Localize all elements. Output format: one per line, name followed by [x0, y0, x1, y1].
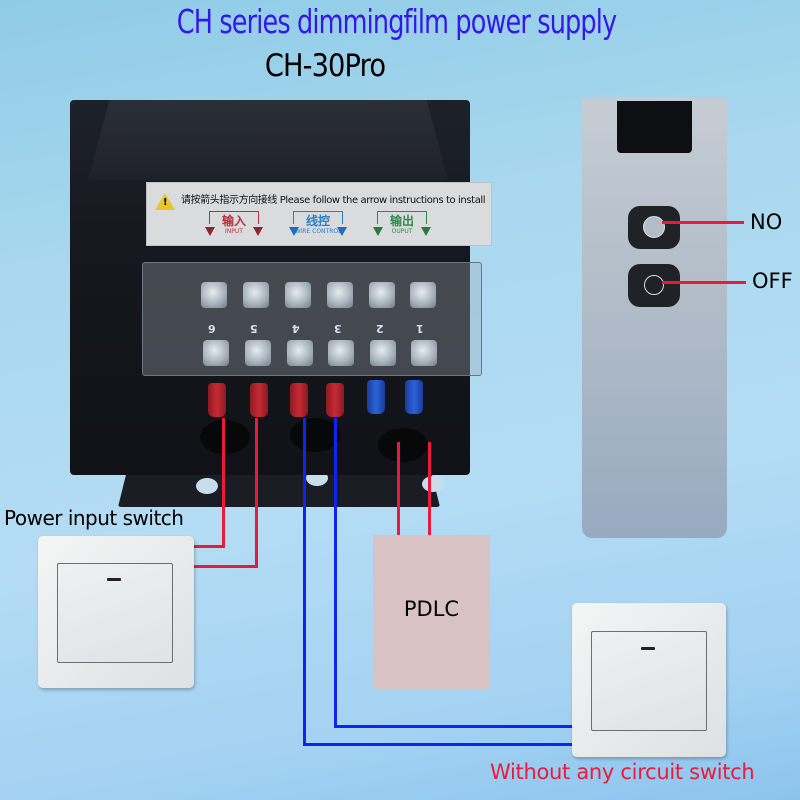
wire-control-2	[334, 725, 583, 728]
wire-output-2	[428, 442, 431, 537]
wall-control-switch[interactable]	[572, 603, 726, 757]
crimp-lug-blue	[367, 380, 385, 414]
terminal-screw	[287, 340, 313, 366]
cable-grommet	[290, 418, 340, 452]
switch-rocker[interactable]	[57, 563, 173, 663]
diagram-title: CH series dimmingfilm power supply	[176, 2, 617, 41]
model-name: CH-30Pro	[264, 48, 386, 84]
crimp-lug-blue	[405, 380, 423, 414]
wire-control-2	[334, 418, 337, 728]
pdlc-film: PDLC	[373, 535, 490, 690]
remote-off-button[interactable]	[628, 264, 680, 307]
terminal-number: 3	[334, 322, 342, 335]
terminal-number: 5	[250, 322, 258, 335]
terminal-number: 4	[292, 322, 300, 335]
terminal-screw	[203, 340, 229, 366]
pdlc-label: PDLC	[403, 597, 460, 621]
callout-off-label: OFF	[752, 269, 793, 293]
label-group-wire-control: 线控 WIRE CONTROL	[283, 211, 353, 241]
cable-grommet	[378, 428, 428, 462]
arrow-down-icon	[373, 227, 383, 236]
remote-control	[582, 98, 727, 538]
wire-input-2	[194, 565, 258, 568]
wire-input-1	[194, 545, 225, 548]
cable-grommet	[200, 420, 250, 454]
arrow-down-icon	[289, 227, 299, 236]
warning-triangle-icon: !	[155, 193, 175, 210]
terminal-screw	[411, 340, 437, 366]
power-input-switch-label: Power input switch	[4, 506, 184, 530]
remote-on-button[interactable]	[628, 206, 680, 249]
callout-line-no	[662, 221, 744, 224]
terminal-number: 2	[376, 322, 384, 335]
terminal-number: 1	[416, 322, 424, 335]
terminal-screw	[410, 282, 436, 308]
label-group-input: 输入 INPUT	[199, 211, 269, 241]
callout-line-off	[662, 281, 746, 284]
wire-output-1	[397, 442, 400, 537]
indicator-mark-icon	[641, 647, 655, 650]
wire-input-2	[255, 418, 258, 568]
switch-rocker[interactable]	[591, 631, 707, 731]
terminal-screw	[245, 340, 271, 366]
mount-hole	[422, 476, 444, 492]
psu-top-cover	[88, 100, 448, 180]
terminal-screw	[201, 282, 227, 308]
power-input-wall-switch[interactable]	[38, 536, 194, 688]
circle-outline-icon	[644, 275, 664, 295]
wire-control-1	[303, 418, 306, 746]
terminal-screw	[370, 340, 396, 366]
terminal-number: 6	[208, 322, 216, 335]
arrow-down-icon	[421, 227, 431, 236]
label-instruction-text: 请按箭头指示方向接线 Please follow the arrow instr…	[181, 195, 486, 206]
terminal-screw	[243, 282, 269, 308]
crimp-lug-red	[290, 383, 308, 417]
arrow-down-icon	[205, 227, 215, 236]
wire-control-1	[303, 743, 583, 746]
arrow-down-icon	[337, 227, 347, 236]
indicator-mark-icon	[107, 578, 121, 581]
crimp-lug-red	[208, 383, 226, 417]
circle-filled-icon	[643, 216, 665, 238]
crimp-lug-red	[326, 383, 344, 417]
without-switch-label: Without any circuit switch	[490, 760, 755, 784]
terminal-screw	[369, 282, 395, 308]
wiring-instruction-label: ! 请按箭头指示方向接线 Please follow the arrow ins…	[146, 182, 492, 246]
label-group-output: 输出 OUPUT	[367, 211, 437, 241]
wire-input-1	[222, 418, 225, 548]
terminal-screw	[327, 282, 353, 308]
terminal-screw	[328, 340, 354, 366]
remote-ir-window	[617, 101, 692, 153]
callout-no-label: NO	[750, 210, 783, 234]
crimp-lug-red	[250, 383, 268, 417]
mount-hole	[196, 478, 218, 494]
terminal-screw	[285, 282, 311, 308]
arrow-down-icon	[253, 227, 263, 236]
